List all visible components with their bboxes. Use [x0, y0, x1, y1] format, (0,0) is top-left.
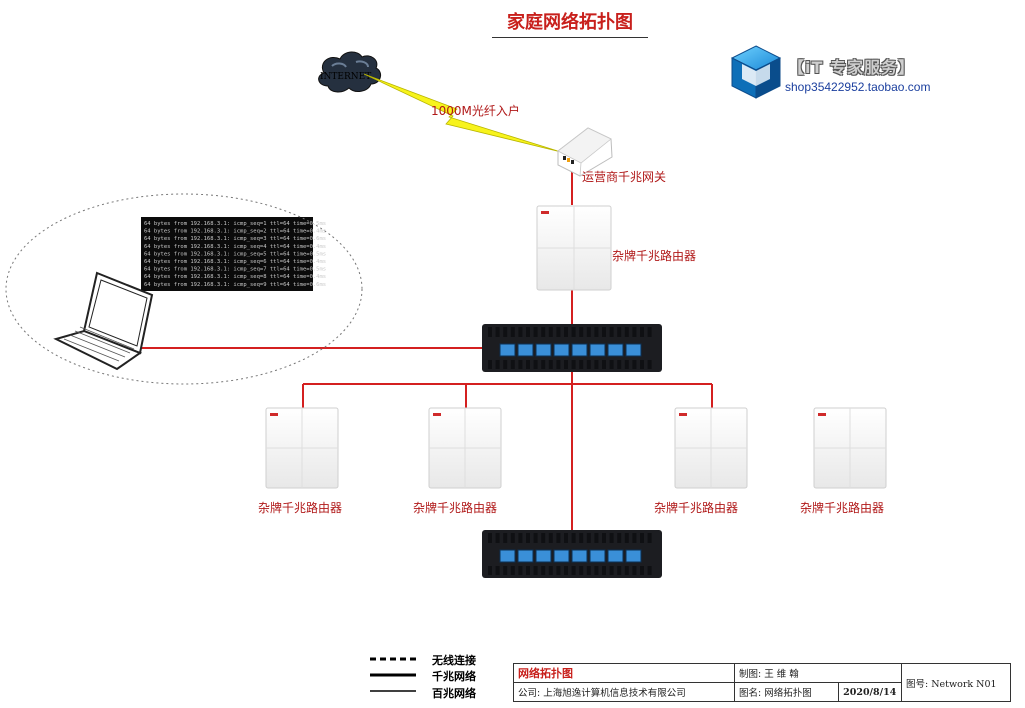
- switch-port: [517, 343, 534, 357]
- switch-port: [499, 549, 516, 563]
- brand-name: 【iT 专家服务】: [788, 58, 915, 77]
- sub-router-4: [813, 407, 887, 489]
- terminal-lines: 64 bytes from 192.168.3.1: icmp_seq=1 tt…: [144, 221, 326, 288]
- laptop-icon: [53, 271, 154, 371]
- switch-port: [625, 343, 642, 357]
- switch-port: [553, 549, 570, 563]
- sub-router-3: [674, 407, 748, 489]
- terminal-line: 64 bytes from 192.168.3.1: icmp_seq=1 tt…: [144, 221, 326, 227]
- tb-name: 网络拓扑图: [513, 663, 735, 683]
- title-block: 网络拓扑图 制图: 王 维 翰 图号: Network N01 公司: 上海旭逸…: [513, 663, 1011, 702]
- gateway-device: [557, 127, 613, 177]
- switch-port: [553, 343, 570, 357]
- switch-port: [571, 549, 588, 563]
- brand-url: shop35422952.taobao.com: [785, 80, 931, 94]
- fiber-label: 1000M光纤入户: [431, 104, 520, 118]
- switch-port: [607, 549, 624, 563]
- router4-label: 杂牌千兆路由器: [800, 501, 885, 515]
- gateway-label: 运营商千兆网关: [582, 170, 667, 184]
- switch-port: [571, 343, 588, 357]
- wireless-ellipse: [5, 193, 363, 385]
- tb-meta: 图号: Network N01: [901, 663, 1011, 702]
- cloud-label: INTERNET: [320, 72, 371, 82]
- legend-wireless: 无线连接: [368, 652, 488, 667]
- router3-label: 杂牌千兆路由器: [654, 501, 739, 515]
- legend-gigabit: 千兆网络: [368, 668, 488, 683]
- tb-date: 2020/8/14: [838, 682, 902, 702]
- switch-port: [625, 549, 642, 563]
- brand-cube-icon: [730, 45, 782, 99]
- switch-port: [607, 343, 624, 357]
- switch-port: [535, 343, 552, 357]
- sub-router-1: [265, 407, 339, 489]
- diagram-title: 家庭网络拓扑图: [507, 12, 633, 33]
- switch-port: [535, 549, 552, 563]
- terminal-screenshot: 64 bytes from 192.168.3.1: icmp_seq=1 tt…: [141, 217, 326, 291]
- terminal-line: 64 bytes from 192.168.3.1: icmp_seq=5 tt…: [144, 251, 326, 257]
- terminal-line: 64 bytes from 192.168.3.1: icmp_seq=9 tt…: [144, 282, 326, 288]
- tb-drafter: 制图: 王 维 翰: [734, 663, 902, 683]
- internet-cloud: INTERNET: [318, 51, 382, 93]
- terminal-line: 64 bytes from 192.168.3.1: icmp_seq=3 tt…: [144, 236, 326, 242]
- legend-fast: 百兆网络: [368, 685, 488, 700]
- switch-port: [517, 549, 534, 563]
- switch-port: [589, 549, 606, 563]
- sub-router-2: [428, 407, 502, 489]
- switch-port: [589, 343, 606, 357]
- main-router: [536, 205, 612, 291]
- terminal-line: 64 bytes from 192.168.3.1: icmp_seq=7 tt…: [144, 267, 326, 273]
- terminal-line: 64 bytes from 192.168.3.1: icmp_seq=2 tt…: [144, 229, 326, 235]
- switch-1: [482, 324, 662, 372]
- switch-port: [499, 343, 516, 357]
- router1-label: 杂牌千兆路由器: [258, 501, 343, 515]
- legend-fast-label: 百兆网络: [432, 687, 476, 700]
- terminal-line: 64 bytes from 192.168.3.1: icmp_seq=4 tt…: [144, 244, 326, 250]
- terminal-line: 64 bytes from 192.168.3.1: icmp_seq=6 tt…: [144, 259, 326, 265]
- tb-company: 公司: 上海旭逸计算机信息技术有限公司: [513, 682, 735, 702]
- legend-gigabit-label: 千兆网络: [432, 670, 476, 683]
- router2-label: 杂牌千兆路由器: [413, 501, 498, 515]
- tb-drawing: 图名: 网络拓扑图: [733, 682, 840, 702]
- terminal-line: 64 bytes from 192.168.3.1: icmp_seq=8 tt…: [144, 274, 326, 280]
- title-underline: [492, 37, 648, 38]
- network-links: [140, 148, 713, 530]
- main-router-label: 杂牌千兆路由器: [612, 249, 697, 263]
- legend-wireless-label: 无线连接: [432, 654, 476, 667]
- switch-2: [482, 530, 662, 578]
